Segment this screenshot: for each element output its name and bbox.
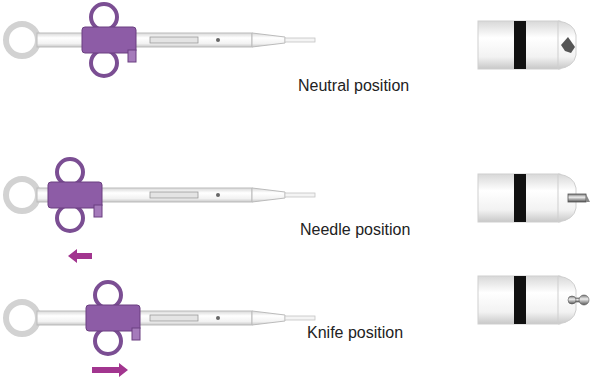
- marker-dot: [216, 193, 220, 197]
- finger-ring: [95, 282, 121, 308]
- handle-taper: [252, 311, 285, 325]
- handle-taper: [252, 188, 285, 202]
- sheath-tube: [478, 174, 560, 222]
- sheath-tube: [478, 21, 560, 69]
- black-band: [514, 276, 526, 324]
- endoscopic-knife-handle: [6, 159, 315, 231]
- finger-ring: [57, 205, 83, 231]
- catheter: [285, 38, 315, 42]
- injection-port: [94, 205, 102, 217]
- thumb-ring: [6, 179, 38, 211]
- handle-shaft: [37, 33, 252, 47]
- sheath-tube: [478, 276, 560, 324]
- distal-cap: [558, 21, 576, 69]
- finger-ring: [91, 4, 117, 30]
- marker-dot: [216, 316, 220, 320]
- direction-arrow: [92, 363, 128, 377]
- black-band: [514, 21, 526, 69]
- knife-tip: [478, 21, 576, 69]
- finger-ring: [57, 159, 83, 185]
- handle-taper: [252, 33, 285, 47]
- position-label: Knife position: [307, 323, 403, 342]
- knife-tip: [478, 276, 589, 324]
- slot-window: [150, 37, 198, 43]
- injection-port: [132, 328, 140, 340]
- slider-block: [82, 27, 136, 53]
- position-label: Neutral position: [298, 76, 409, 95]
- thumb-ring: [6, 24, 38, 56]
- catheter: [285, 193, 315, 197]
- needle-bevel: [586, 194, 590, 202]
- injection-port: [128, 50, 136, 62]
- slot-window: [150, 315, 198, 321]
- handle-shaft: [37, 311, 252, 325]
- endoscopic-knife-handle: [6, 4, 315, 76]
- catheter: [285, 316, 315, 320]
- slot-window: [150, 192, 198, 198]
- thumb-ring: [6, 302, 38, 334]
- finger-ring: [95, 328, 121, 354]
- position-label: Needle position: [300, 220, 410, 239]
- trefoil-opening: [561, 37, 575, 53]
- knife-tip: [478, 174, 590, 222]
- distal-cap: [558, 276, 576, 324]
- injection-needle: [568, 194, 586, 202]
- knife-ball: [568, 296, 576, 304]
- black-band: [514, 174, 526, 222]
- slider-block: [48, 182, 102, 208]
- endoscopic-knife-handle: [6, 282, 315, 354]
- marker-dot: [216, 38, 220, 42]
- finger-ring: [91, 50, 117, 76]
- slider-block: [86, 305, 140, 331]
- knife-ball: [579, 295, 589, 305]
- direction-arrow: [68, 249, 92, 263]
